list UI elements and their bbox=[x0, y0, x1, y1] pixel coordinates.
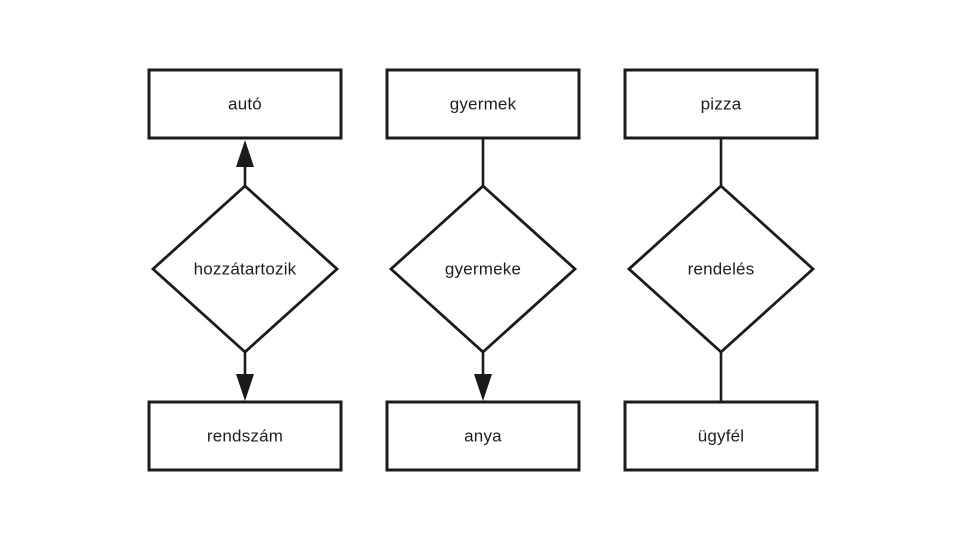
relationship-label: gyermeke bbox=[445, 260, 521, 279]
entity-top-label: gyermek bbox=[450, 95, 517, 114]
entity-box-bottom bbox=[385, 400, 581, 472]
arrow-down-icon bbox=[236, 374, 254, 401]
entity-box-top bbox=[385, 68, 581, 140]
entity-top-label: autó bbox=[228, 95, 262, 114]
arrow-up-icon bbox=[236, 140, 254, 167]
entity-bottom-label: anya bbox=[464, 427, 502, 446]
entity-bottom-label: ügyfél bbox=[698, 427, 745, 446]
entity-bottom-label: rendszám bbox=[207, 427, 283, 446]
entity-box-bottom bbox=[623, 400, 819, 472]
er-diagram-column-2: gyermek gyermeke anya bbox=[385, 68, 581, 472]
er-diagram-column-3: pizza rendelés ügyfél bbox=[623, 68, 819, 472]
arrow-down-icon bbox=[474, 374, 492, 401]
entity-top-label: pizza bbox=[701, 95, 742, 114]
relationship-label: hozzátartozik bbox=[194, 260, 297, 279]
relationship-label: rendelés bbox=[688, 260, 755, 279]
relationship-diamond bbox=[388, 184, 578, 354]
relationship-diamond bbox=[626, 184, 816, 354]
entity-box-bottom bbox=[147, 400, 343, 472]
entity-box-top bbox=[147, 68, 343, 140]
relationship-diamond bbox=[150, 184, 340, 354]
er-diagram-column-1: autó hozzátartozik rendszám bbox=[147, 68, 343, 472]
entity-box-top bbox=[623, 68, 819, 140]
